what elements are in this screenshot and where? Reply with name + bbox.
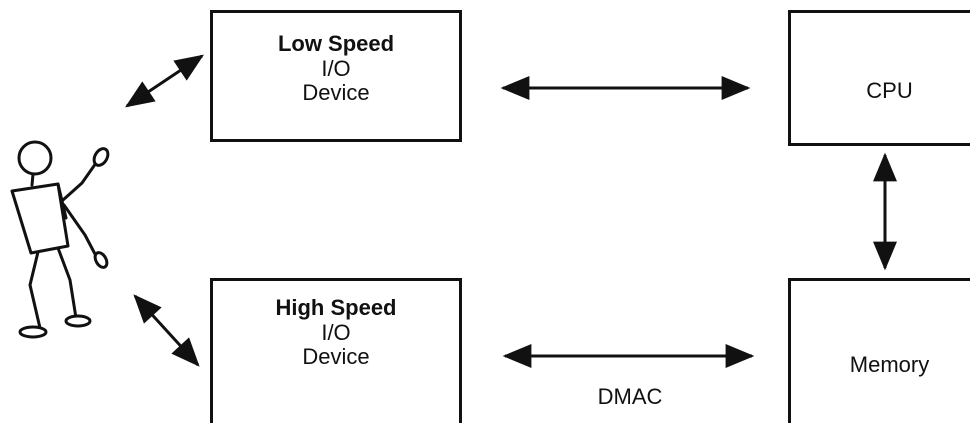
io-diagram: Low Speed I/O Device High Speed I/O Devi…	[10, 10, 970, 423]
low-speed-label-line1: Low Speed	[277, 31, 395, 56]
high-speed-label-line1: High Speed	[275, 295, 397, 320]
high-speed-device-box: High Speed I/O Device	[210, 278, 462, 423]
memory-label: Memory	[849, 352, 930, 377]
high-speed-device-label: High Speed I/O Device	[213, 295, 459, 370]
cpu-box: CPU	[788, 10, 970, 146]
person-highspeed-arrow	[133, 294, 200, 367]
memory-box: Memory	[788, 278, 970, 423]
person-lowspeed-arrow	[125, 54, 204, 108]
high-speed-label-line2: I/O	[321, 319, 351, 345]
low-speed-label-line3: Device	[302, 80, 370, 106]
user-stick-figure-icon	[10, 140, 110, 339]
dmac-label: DMAC	[597, 384, 663, 409]
low-speed-device-box: Low Speed I/O Device	[210, 10, 462, 142]
low-speed-label-line2: I/O	[321, 55, 351, 81]
low-speed-device-label: Low Speed I/O Device	[213, 31, 459, 106]
diagram-lines	[10, 54, 897, 368]
cpu-label: CPU	[866, 78, 913, 103]
high-speed-label-line3: Device	[302, 344, 370, 370]
